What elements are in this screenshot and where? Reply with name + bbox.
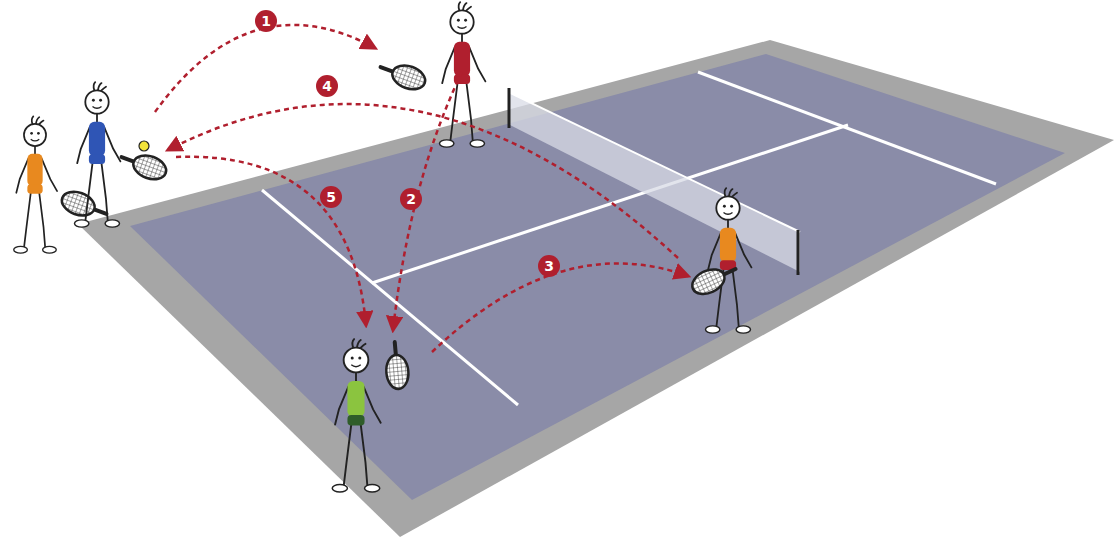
court-surface [130, 54, 1065, 500]
net [508, 92, 800, 272]
callout-number: 1 [255, 10, 277, 32]
player-green [332, 339, 380, 492]
player-blue [75, 82, 121, 227]
callout-number: 3 [538, 255, 560, 277]
player-orange-left [14, 116, 57, 253]
player-orange-right [706, 188, 752, 333]
court-surround [78, 40, 1114, 537]
ball [139, 141, 149, 151]
callout-number: 2 [400, 188, 422, 210]
ball-path [155, 25, 688, 352]
player-red [440, 2, 486, 147]
callout-number: 5 [320, 186, 342, 208]
callout-number: 4 [316, 75, 338, 97]
court-lines [262, 72, 996, 405]
